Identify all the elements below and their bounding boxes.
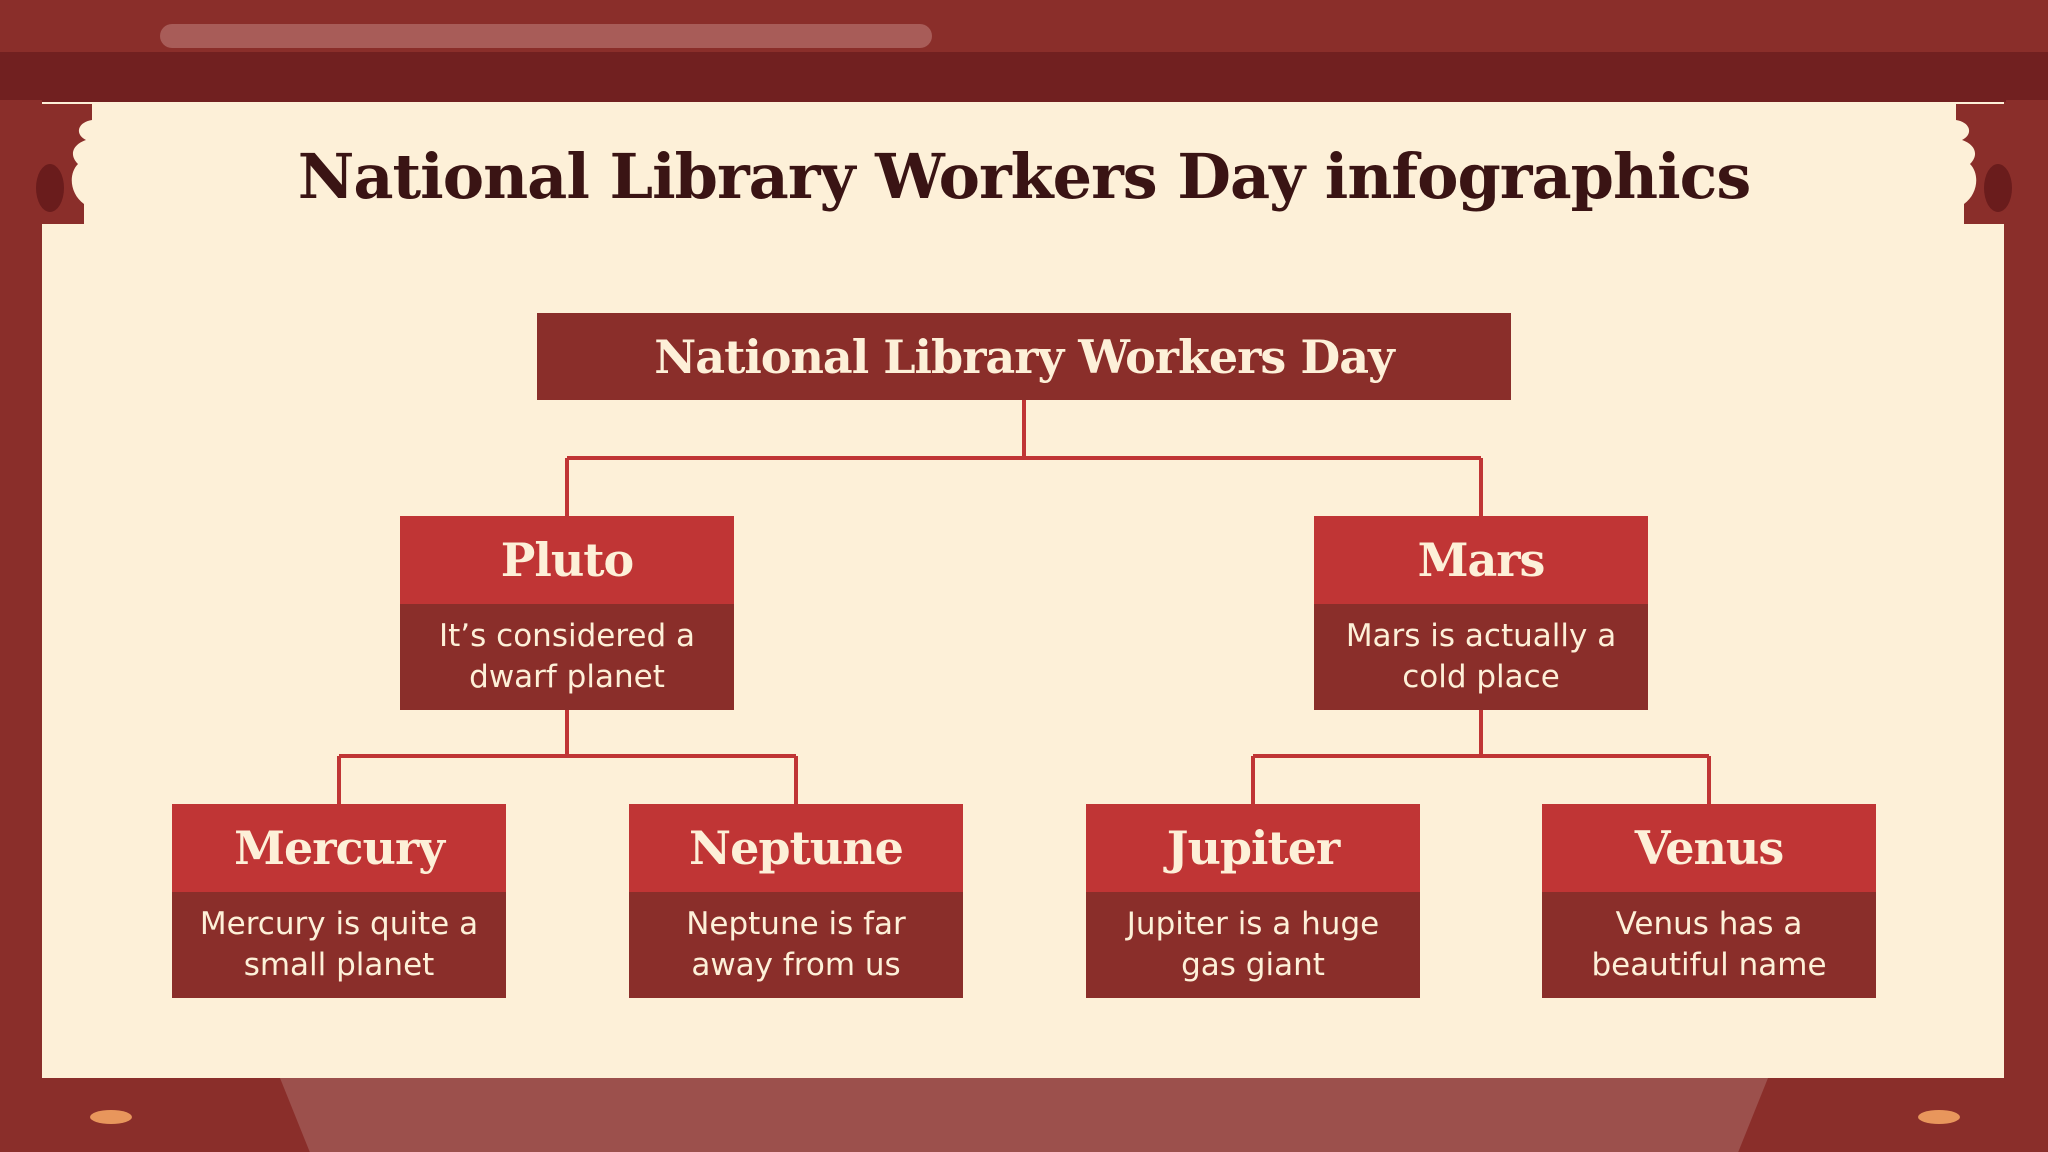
node-title: Pluto	[400, 516, 734, 604]
node-description: Venus has a beautiful name	[1542, 892, 1876, 998]
node-venus: Venus Venus has a beautiful name	[1542, 804, 1876, 998]
node-description: Mercury is quite a small planet	[172, 892, 506, 998]
page-title: National Library Workers Day infographic…	[297, 140, 1752, 213]
bottom-frame-step	[280, 1078, 1768, 1152]
top-frame-highlight	[160, 24, 932, 48]
node-description: Mars is actually a cold place	[1314, 604, 1648, 710]
right-knob	[1918, 1110, 1960, 1124]
left-ornament	[36, 104, 92, 224]
node-pluto: Pluto It’s considered a dwarf planet	[400, 516, 734, 710]
node-title: Venus	[1542, 804, 1876, 892]
node-title: Jupiter	[1086, 804, 1420, 892]
node-title: Mars	[1314, 516, 1648, 604]
node-jupiter: Jupiter Jupiter is a huge gas giant	[1086, 804, 1420, 998]
node-mercury: Mercury Mercury is quite a small planet	[172, 804, 506, 998]
node-title: Mercury	[172, 804, 506, 892]
node-mars: Mars Mars is actually a cold place	[1314, 516, 1648, 710]
left-knob	[90, 1110, 132, 1124]
left-frame	[0, 100, 42, 1100]
node-description: Neptune is far away from us	[629, 892, 963, 998]
node-description: It’s considered a dwarf planet	[400, 604, 734, 710]
right-ornament	[1956, 104, 2012, 224]
right-frame	[2006, 100, 2048, 1100]
root-node: National Library Workers Day	[537, 313, 1511, 400]
top-frame-band	[0, 52, 2048, 102]
node-title: Neptune	[629, 804, 963, 892]
node-neptune: Neptune Neptune is far away from us	[629, 804, 963, 998]
node-description: Jupiter is a huge gas giant	[1086, 892, 1420, 998]
